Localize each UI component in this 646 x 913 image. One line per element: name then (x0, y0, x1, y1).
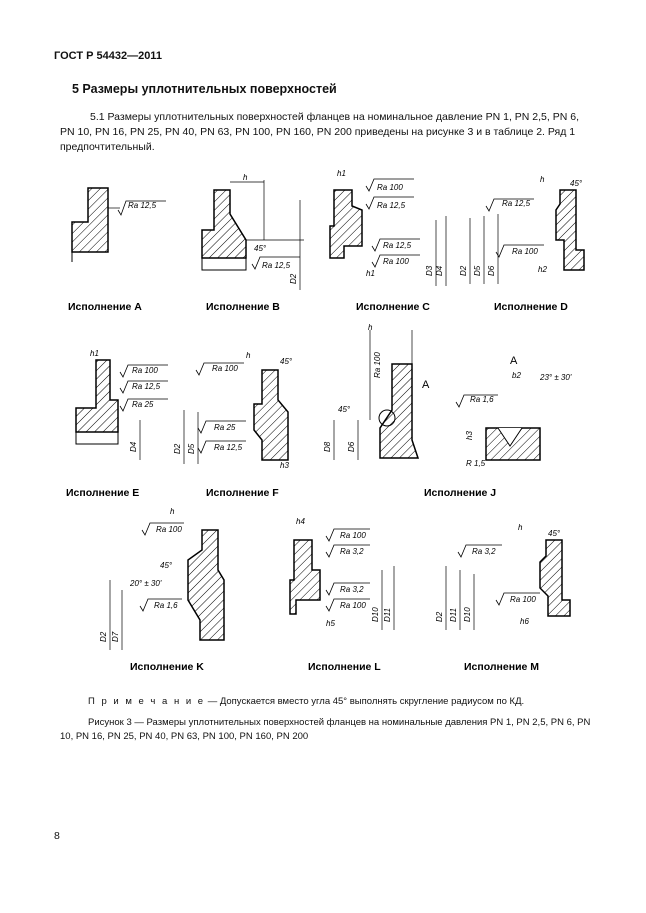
figure-m-label-5: D2 (435, 611, 444, 622)
figure-k-caption: Исполнение K (130, 661, 204, 673)
figure-m-label-1: 45° (548, 529, 561, 538)
figure-j-label-7: b2 (512, 371, 521, 380)
figure-k-label-3: 20° ± 30' (129, 579, 162, 588)
figure-d-label-6: D5 (473, 265, 482, 276)
figure-c-label-6: D3 (425, 265, 434, 276)
figure-f-label-3: Ra 25 (214, 423, 236, 432)
figure-j-label-8: 23° ± 30' (539, 373, 572, 382)
figure-e-label-2: Ra 12,5 (132, 382, 161, 391)
figure-d-label-1: 45° (570, 179, 583, 188)
figure-d-label-5: D2 (459, 265, 468, 276)
figure-f-label-7: D5 (187, 443, 196, 454)
figure-a: Ra 12,5 Исполнение A (68, 187, 166, 313)
figure-f-label-0: h (246, 351, 251, 360)
figure-l-caption: Исполнение L (308, 661, 381, 673)
figure-d: h 45° Ra 12,5 Ra 100 h2 D2 D5 D6 Исполне… (459, 175, 585, 313)
figure-b-caption: Исполнение B (206, 301, 280, 313)
figure-k-label-0: h (170, 507, 175, 516)
figure-j-caption: Исполнение J (424, 487, 496, 499)
figure-f-label-6: D2 (173, 443, 182, 454)
figure-k-label-5: D2 (99, 631, 108, 642)
note-text: — Допускается вместо угла 45° выполнять … (205, 696, 525, 707)
figure-j-label-1: Ra 100 (373, 352, 382, 378)
document-header: ГОСТ Р 54432—2011 (54, 50, 162, 62)
figure-a-label-0: Ra 12,5 (128, 201, 157, 210)
figure-d-label-0: h (540, 175, 545, 184)
figure-j: h Ra 100 45° A D8 D6 A b2 23° ± 30' Ra 1… (323, 323, 572, 499)
page-number: 8 (54, 830, 60, 842)
figure-l-label-3: Ra 3,2 (340, 585, 364, 594)
figure-j-label-5: D6 (347, 441, 356, 452)
figure-c-caption: Исполнение C (356, 301, 430, 313)
figure-m-label-4: h6 (520, 617, 529, 626)
figure-m-label-6: D11 (449, 608, 458, 622)
figure-c: h1 Ra 100 Ra 12,5 Ra 12,5 Ra 100 h1 D3 D… (329, 169, 447, 313)
figure-m: h 45° Ra 3,2 Ra 100 h6 D2 D11 D10 Исполн… (435, 523, 571, 673)
body-paragraph: 5.1 Размеры уплотнительных поверхностей … (60, 111, 579, 153)
note-lead: П р и м е ч а н и е (88, 696, 206, 707)
figure-k-label-2: 45° (160, 561, 173, 570)
figure-f-label-1: 45° (280, 357, 293, 366)
figure-c-label-0: h1 (337, 169, 346, 178)
figure-e-label-3: Ra 25 (132, 400, 154, 409)
figure-c-label-3: Ra 12,5 (383, 241, 412, 250)
figure-e-label-4: D4 (129, 441, 138, 452)
figure-c-label-2: Ra 12,5 (377, 201, 406, 210)
figure-m-label-2: Ra 3,2 (472, 547, 496, 556)
figure-j-label-10: h3 (465, 431, 474, 440)
figure-e-label-0: h1 (90, 349, 99, 358)
figure-c-label-7: D4 (435, 265, 444, 276)
figure-a-caption: Исполнение A (68, 301, 142, 313)
figure-d-label-4: h2 (538, 265, 547, 274)
figure-m-caption: Исполнение M (464, 661, 539, 673)
figure-l-label-1: Ra 100 (340, 531, 366, 540)
figure-f: h 45° Ra 100 Ra 25 Ra 12,5 h3 D2 D5 Испо… (173, 351, 293, 499)
figure-e: h1 Ra 100 Ra 12,5 Ra 25 D4 Исполнение E (66, 349, 168, 499)
figure-k-label-4: Ra 1,6 (154, 601, 178, 610)
figure-l-label-2: Ra 3,2 (340, 547, 364, 556)
figure-j-label-0: h (368, 323, 373, 332)
figure-f-label-5: h3 (280, 461, 289, 470)
note: П р и м е ч а н и е — Допускается вместо… (88, 696, 524, 707)
figure-e-label-1: Ra 100 (132, 366, 158, 375)
figure-j-label-2: 45° (338, 405, 351, 414)
figure-b-label-3: D2 (289, 273, 298, 284)
figure-k-label-6: D7 (111, 631, 120, 642)
figure-d-label-3: Ra 100 (512, 247, 538, 256)
figure-f-label-4: Ra 12,5 (214, 443, 243, 452)
figure-b-label-0: h (243, 173, 248, 182)
figure-k-label-1: Ra 100 (156, 525, 182, 534)
figure-b: h 45° Ra 12,5 D2 Исполнение B (201, 173, 304, 313)
figure-d-label-2: Ra 12,5 (502, 199, 531, 208)
figure-l-label-7: D11 (383, 608, 392, 622)
figure-l: h4 Ra 100 Ra 3,2 Ra 3,2 Ra 100 h5 D10 D1… (289, 517, 395, 673)
figure-f-label-2: Ra 100 (212, 364, 238, 373)
figure-b-label-1: 45° (254, 244, 267, 253)
figure-b-label-2: Ra 12,5 (262, 261, 291, 270)
figure-j-label-3: A (422, 379, 430, 391)
figure-k: h Ra 100 45° 20° ± 30' Ra 1,6 D2 D7 Испо… (99, 507, 225, 673)
figure-f-caption: Исполнение F (206, 487, 279, 499)
figure-c-label-5: h1 (366, 269, 375, 278)
section-title: 5 Размеры уплотнительных поверхностей (72, 82, 337, 96)
figure-j-label-4: D8 (323, 441, 332, 452)
figure-c-label-4: Ra 100 (383, 257, 409, 266)
figure-m-label-7: D10 (463, 607, 472, 622)
figure-m-label-3: Ra 100 (510, 595, 536, 604)
figure-l-label-4: Ra 100 (340, 601, 366, 610)
figure-l-label-5: h5 (326, 619, 335, 628)
figure-j-label-11: R 1,5 (466, 459, 486, 468)
figure-l-label-0: h4 (296, 517, 305, 526)
figure-c-label-1: Ra 100 (377, 183, 403, 192)
figure-l-label-6: D10 (371, 607, 380, 622)
figure-caption: Рисунок 3 — Размеры уплотнительных повер… (60, 717, 591, 742)
figure-m-label-0: h (518, 523, 523, 532)
figure-d-caption: Исполнение D (494, 301, 568, 313)
figure-j-label-9: Ra 1,6 (470, 395, 494, 404)
figure-j-label-6: A (510, 355, 518, 367)
figure-e-caption: Исполнение E (66, 487, 139, 499)
figure-d-label-7: D6 (487, 265, 496, 276)
